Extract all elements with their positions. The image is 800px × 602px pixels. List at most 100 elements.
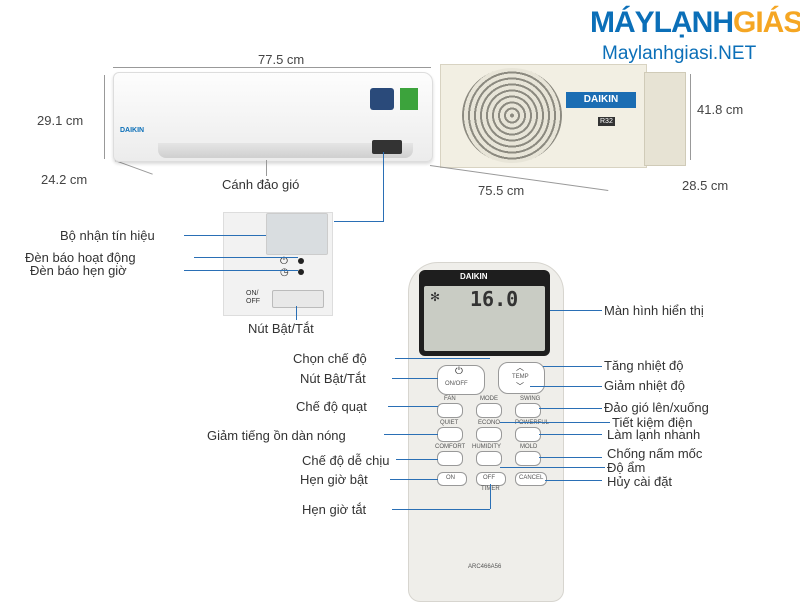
- timer-off-label: Hẹn giờ tắt: [302, 502, 367, 517]
- temp-up-icon: ︿: [516, 363, 524, 372]
- mold-text: MOLD: [520, 444, 538, 450]
- humidity-pointer: [500, 467, 605, 468]
- panel-connector-h: [334, 221, 384, 222]
- outdoor-brand: DAIKIN: [566, 92, 636, 108]
- remote-onoff-text: ON/OFF: [445, 381, 468, 387]
- display-label: Màn hình hiển thị: [604, 303, 704, 318]
- mode-select-label: Chọn chế độ: [293, 351, 367, 366]
- lcd-panel: [424, 286, 545, 351]
- timer-pointer: [184, 270, 298, 271]
- humidity-text: HUMIDITY: [472, 444, 501, 450]
- fan-grille: [462, 68, 562, 163]
- indoor-sensor-window: [372, 140, 402, 154]
- fan-pointer: [388, 406, 438, 407]
- width-dimension-line: [113, 67, 431, 68]
- quiet-pointer: [384, 434, 438, 435]
- signal-receiver: [266, 213, 328, 255]
- powerful-button[interactable]: [515, 427, 541, 442]
- panel-onoff-label: Nút Bật/Tắt: [248, 321, 314, 336]
- indoor-depth: 24.2 cm: [41, 172, 88, 187]
- panel-connector: [383, 152, 384, 222]
- temp-down-pointer: [530, 386, 602, 387]
- timer-on-label: Hẹn giờ bật: [300, 472, 368, 487]
- snowflake-icon: ✻: [430, 290, 441, 304]
- logo-site: Maylanhgiasi.NET: [602, 43, 757, 64]
- swing-button[interactable]: [515, 403, 541, 418]
- cancel-text: CANCEL: [519, 475, 544, 481]
- powerful-text: POWERFUL: [515, 420, 550, 426]
- flap-pointer: [266, 160, 267, 176]
- comfort-button[interactable]: [437, 451, 463, 466]
- receiver-label: Bộ nhận tín hiệu: [60, 228, 155, 243]
- timer-off-pointer: [392, 509, 490, 510]
- timer-on-text: ON: [446, 475, 455, 481]
- humidity-label: Độ ẩm: [607, 460, 646, 475]
- outdoor-depth: 28.5 cm: [682, 178, 729, 193]
- energy-badge: [370, 88, 394, 110]
- panel-onoff-text: ON/ OFF: [246, 290, 260, 305]
- timer-on-pointer: [390, 479, 438, 480]
- operation-lamp-label: Đèn báo hoạt động: [25, 250, 136, 265]
- mold-pointer: [539, 457, 602, 458]
- swing-flap: [158, 143, 413, 158]
- panel-onoff-button[interactable]: [272, 290, 324, 308]
- temp-button[interactable]: [498, 362, 545, 394]
- display-pointer: [550, 310, 602, 311]
- temp-down-label: Giảm nhiệt độ: [604, 378, 685, 393]
- timer-lamp: [298, 269, 304, 275]
- flap-label: Cánh đảo gió: [222, 177, 300, 192]
- brand-logo: [588, 6, 798, 68]
- timer-lamp-icon: ◷: [280, 267, 289, 278]
- operation-lamp-icon: ⏻: [280, 256, 288, 267]
- depth-dimension-line: [114, 160, 153, 175]
- swing-pointer: [539, 408, 602, 409]
- remote-onoff-button[interactable]: [437, 365, 485, 395]
- comfort-text: COMFORT: [435, 444, 466, 450]
- econo-text: ECONO: [478, 420, 501, 426]
- temp-up-label: Tăng nhiệt độ: [604, 358, 684, 373]
- econo-label: Tiết kiệm điện: [612, 415, 693, 430]
- swing-label: Đảo gió lên/xuống: [604, 400, 709, 415]
- timer-off-pointer-v: [490, 484, 491, 509]
- cancel-label: Hủy cài đặt: [607, 474, 673, 489]
- econo-button[interactable]: [476, 427, 502, 442]
- fan-text: FAN: [444, 396, 456, 402]
- powerful-label: Làm lạnh nhanh: [607, 427, 701, 442]
- receiver-pointer: [184, 235, 266, 236]
- outdoor-height-line: [690, 74, 691, 160]
- humidity-button[interactable]: [476, 451, 502, 466]
- onoff-label: Nút Bật/Tắt: [300, 371, 366, 386]
- timer-off-text: OFF: [483, 475, 495, 481]
- mode-pointer: [395, 358, 490, 359]
- onoff-pointer: [296, 306, 297, 320]
- operation-pointer: [194, 257, 298, 258]
- fan-mode-label: Chế độ quạt: [296, 399, 367, 414]
- remote-model: ARC466A56: [468, 564, 502, 570]
- height-dimension-line: [104, 75, 105, 159]
- mode-button[interactable]: [476, 403, 502, 418]
- energy-label: [400, 88, 418, 110]
- powerful-pointer: [539, 434, 602, 435]
- quiet-button[interactable]: [437, 427, 463, 442]
- temp-down-icon: ﹀: [516, 382, 524, 391]
- fan-button[interactable]: [437, 403, 463, 418]
- outdoor-side-panel: [644, 72, 686, 166]
- power-icon: ⏻: [455, 366, 463, 377]
- operation-lamp: [298, 258, 304, 264]
- temp-text: TEMP: [512, 374, 529, 380]
- timer-off-button[interactable]: [476, 472, 506, 486]
- remote-brand: DAIKIN: [460, 272, 488, 281]
- logo-title: MÁYLẠNHGIÁSỈ: [590, 6, 800, 39]
- outdoor-height: 41.8 cm: [697, 102, 744, 117]
- mold-button[interactable]: [515, 451, 541, 466]
- outdoor-width: 75.5 cm: [478, 183, 525, 198]
- refrigerant-badge: R32: [598, 117, 615, 126]
- comfort-label: Chế độ dễ chịu: [302, 453, 390, 468]
- indoor-width: 77.5 cm: [258, 52, 305, 67]
- econo-pointer: [500, 422, 610, 423]
- quiet-label: Giảm tiếng ồn dàn nóng: [207, 428, 346, 443]
- comfort-pointer: [396, 459, 438, 460]
- cancel-button[interactable]: [515, 472, 547, 486]
- indoor-height: 29.1 cm: [37, 113, 84, 128]
- cancel-pointer: [545, 480, 602, 481]
